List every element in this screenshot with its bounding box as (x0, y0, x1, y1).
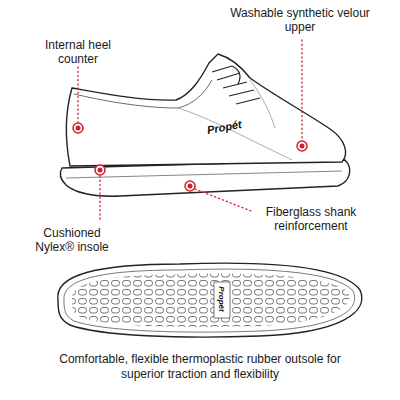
part-label: Washable synthetic velour upper (224, 6, 376, 34)
caption: Comfortable, flexible thermoplastic rubb… (40, 352, 360, 382)
brand-logo: Propét (217, 286, 225, 311)
part-label: Internal heel counter (40, 38, 116, 66)
part-label: Cushioned Nylex® insole (30, 226, 114, 254)
part-label: Fiberglass shank reinforcement (252, 205, 370, 233)
